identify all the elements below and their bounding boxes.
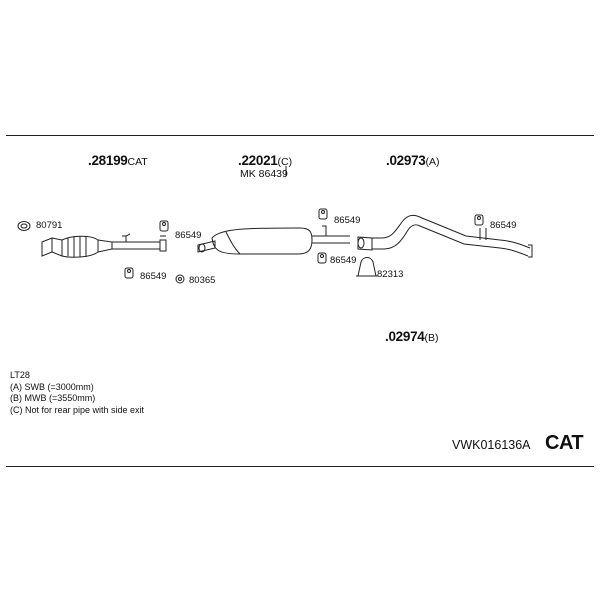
clamp-icon [474, 214, 484, 226]
part-label-clamp: 86549 [175, 230, 202, 241]
note-b: (B) MWB (=3550mm) [10, 393, 96, 403]
note-model: LT28 [10, 370, 30, 380]
part-label-nut: 80365 [189, 275, 216, 286]
part-number-catalytic-converter: .28199CAT [88, 154, 148, 168]
part-number-suffix: (A) [425, 156, 440, 168]
mounting-kit-label: MK 86439 [240, 168, 288, 180]
part-label-clamp: 86549 [140, 271, 167, 282]
clamp-icon [318, 208, 328, 220]
part-label-u-clamp: 82313 [377, 269, 404, 280]
rear-pipe-icon [357, 214, 533, 258]
part-number-middle-silencer: .22021(C) [238, 154, 292, 168]
middle-silencer-icon [197, 225, 350, 255]
note-a: (A) SWB (=3000mm) [10, 381, 94, 392]
part-number-rear-pipe-a: .02973(A) [386, 154, 440, 168]
notes-block: LT28 (A) SWB (=3000mm) (B) MWB (=3550mm)… [10, 370, 144, 416]
part-label-clamp: 86549 [334, 215, 361, 226]
part-number-suffix: CAT [127, 156, 148, 168]
part-label-clamp: 86549 [330, 255, 357, 266]
part-label-clamp: 86549 [490, 220, 517, 231]
clamp-icon [124, 267, 134, 279]
diagram-frame [6, 135, 594, 467]
part-number-suffix: (C) [277, 156, 293, 168]
u-clamp-icon [356, 257, 378, 277]
part-number-rear-pipe-b: .02974(B) [385, 330, 439, 344]
clamp-icon [317, 252, 327, 264]
part-number-suffix: (B) [424, 332, 439, 344]
part-number-value: .28199 [88, 153, 128, 168]
note-c: (C) Not for rear pipe with side exit [10, 404, 145, 415]
part-number-value: .22021 [238, 153, 278, 168]
clamp-icon [159, 220, 169, 232]
gasket-icon [17, 221, 31, 231]
catalytic-converter-icon [41, 233, 167, 258]
part-label-gasket: 80791 [36, 220, 63, 231]
part-number-value: .02974 [385, 329, 425, 344]
part-number-value: .02973 [386, 153, 426, 168]
kit-code: VWK016136A [452, 438, 531, 452]
cat-badge: CAT [545, 432, 584, 454]
nut-icon [175, 274, 185, 284]
